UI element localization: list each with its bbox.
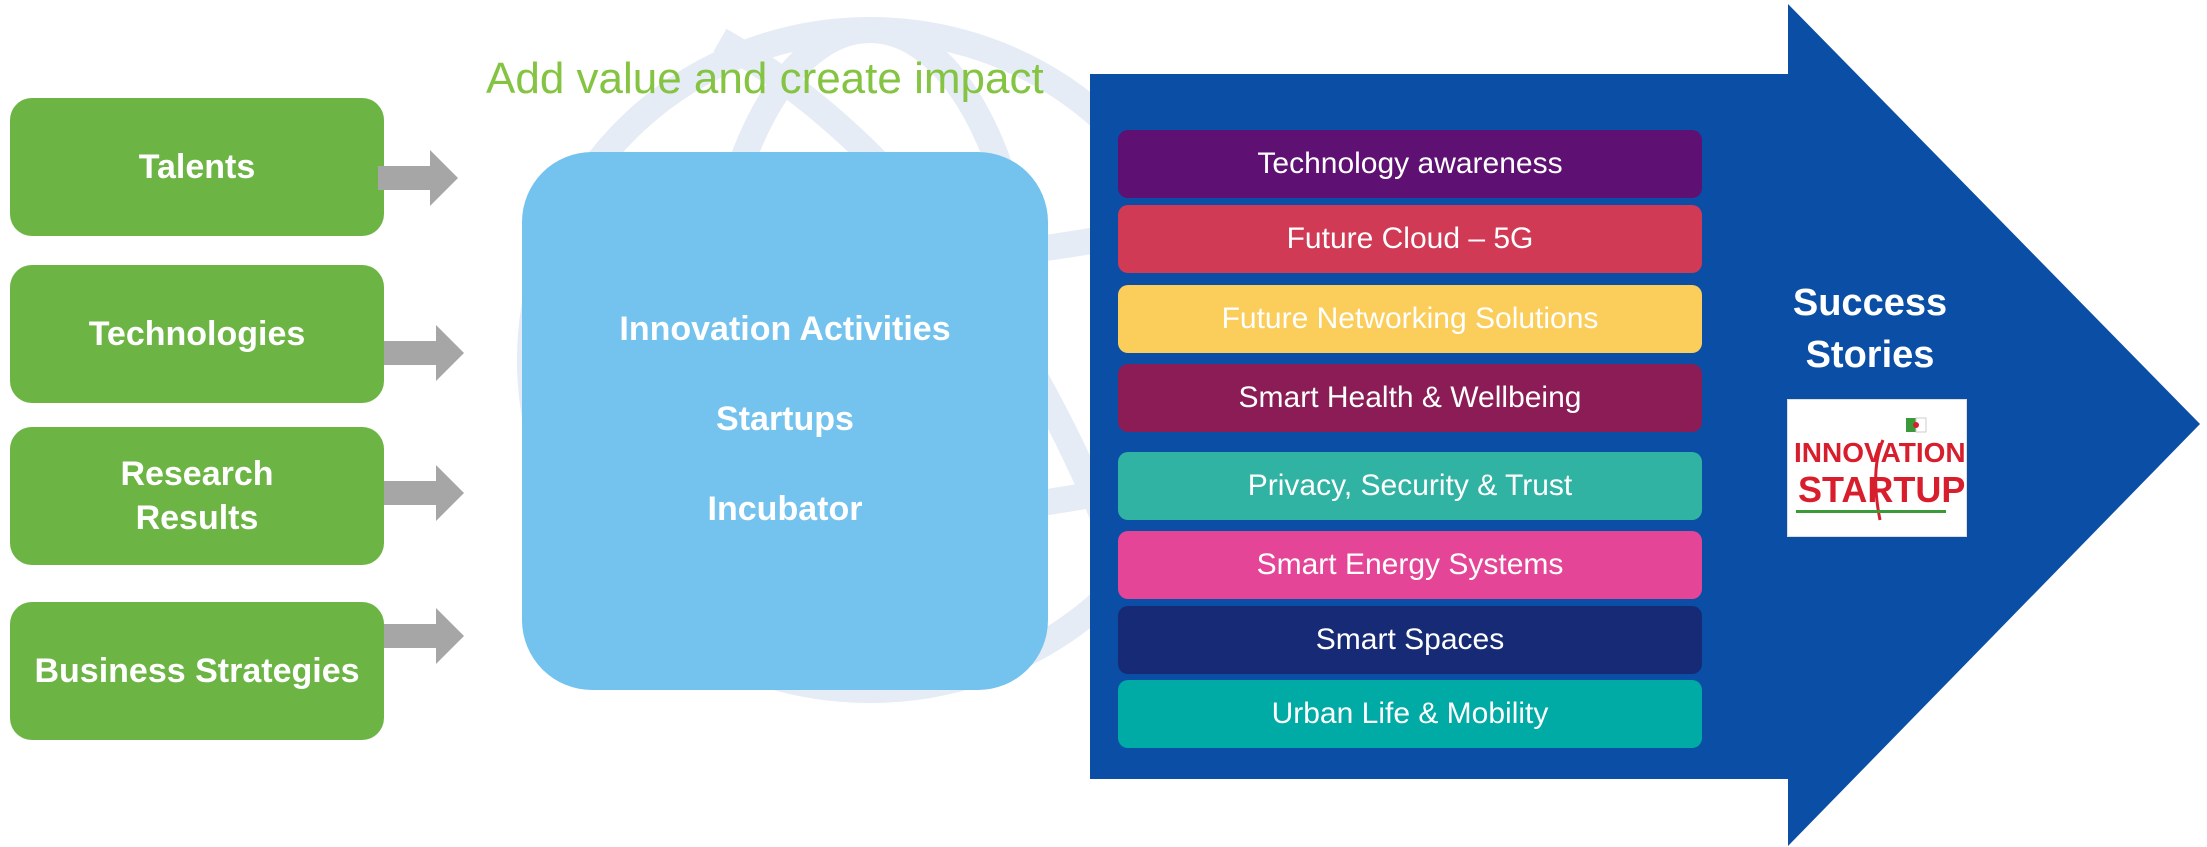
center-item-innovation-activities: Innovation Activities xyxy=(619,310,951,348)
arrow-right-icon xyxy=(384,465,464,521)
center-box: Innovation Activities Startups Incubator xyxy=(522,152,1048,690)
center-item-incubator: Incubator xyxy=(707,490,863,528)
theme-future-networking-solutions: Future Networking Solutions xyxy=(1118,285,1702,353)
theme-smart-spaces: Smart Spaces xyxy=(1118,606,1702,674)
theme-label: Urban Life & Mobility xyxy=(1271,697,1549,730)
success-stories-label: Success Stories xyxy=(1792,282,1948,376)
input-talents-label: Talents xyxy=(138,148,256,186)
input-technologies: Technologies xyxy=(10,265,384,403)
theme-label: Future Cloud – 5G xyxy=(1286,222,1534,255)
theme-label: Future Networking Solutions xyxy=(1221,302,1599,335)
arrow-right-icon xyxy=(378,150,458,206)
theme-label: Privacy, Security & Trust xyxy=(1247,469,1573,502)
theme-urban-life-mobility: Urban Life & Mobility xyxy=(1118,680,1702,748)
theme-label: Technology awareness xyxy=(1257,147,1563,180)
input-business-strategies: Business Strategies xyxy=(10,602,384,740)
innovation-startup-logo: INNOVATION STARTUP xyxy=(1787,399,1967,537)
center-item-startups: Startups xyxy=(716,400,854,438)
theme-smart-health-wellbeing: Smart Health & Wellbeing xyxy=(1118,364,1702,432)
theme-label: Smart Energy Systems xyxy=(1256,548,1564,581)
input-talents: Talents xyxy=(10,98,384,236)
headline: Add value and create impact xyxy=(486,54,1044,103)
arrow-right-icon xyxy=(384,608,464,664)
theme-privacy-security-trust: Privacy, Security & Trust xyxy=(1118,452,1702,520)
theme-smart-energy-systems: Smart Energy Systems xyxy=(1118,531,1702,599)
input-research-results-label: Research Results xyxy=(120,455,274,537)
logo-text-line2: STARTUP xyxy=(1798,469,1965,510)
input-technologies-label: Technologies xyxy=(88,315,306,353)
theme-future-cloud-5g: Future Cloud – 5G xyxy=(1118,205,1702,273)
theme-technology-awareness: Technology awareness xyxy=(1118,130,1702,198)
theme-label: Smart Health & Wellbeing xyxy=(1238,381,1582,414)
theme-label: Smart Spaces xyxy=(1315,623,1505,656)
input-research-results: Research Results xyxy=(10,427,384,565)
arrow-right-icon xyxy=(384,325,464,381)
input-business-strategies-label: Business Strategies xyxy=(34,652,360,690)
